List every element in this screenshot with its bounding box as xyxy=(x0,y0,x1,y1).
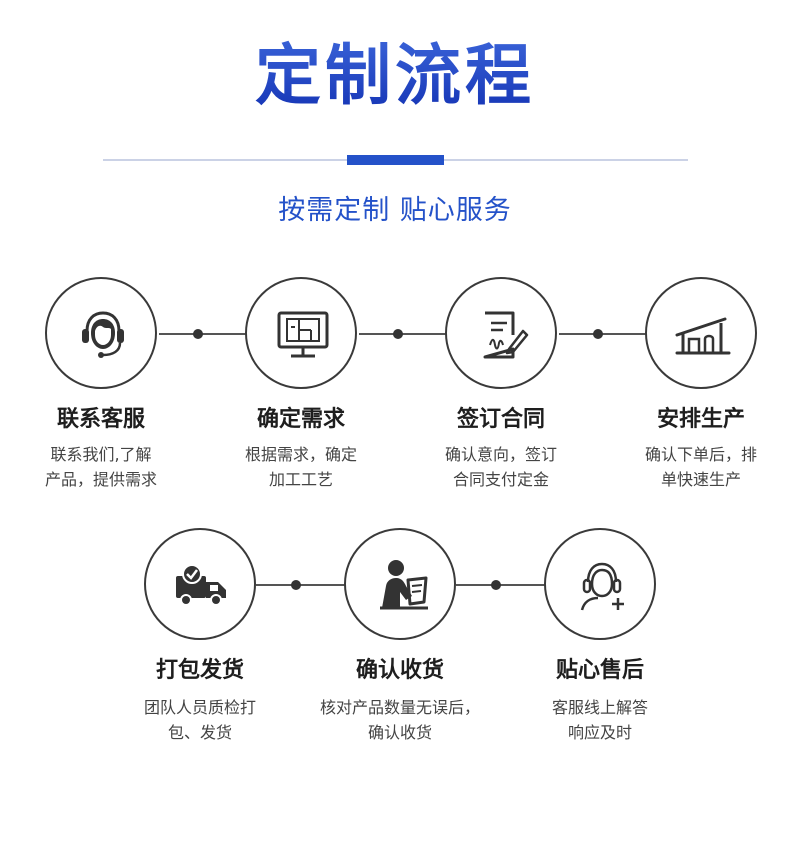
person-checking-icon xyxy=(380,560,428,610)
connector-3-4 xyxy=(559,333,647,335)
step-sign-contract: 签订合同 确认意向，签订 合同支付定金 xyxy=(401,277,601,497)
header-divider-accent xyxy=(347,155,444,165)
step-title: 签订合同 xyxy=(456,407,545,432)
step-icon-circle xyxy=(344,528,456,640)
delivery-truck-icon xyxy=(176,564,226,606)
step-desc-line1: 客服线上解答 xyxy=(551,698,648,717)
step-icon-circle xyxy=(45,277,157,389)
step-title: 打包发货 xyxy=(155,658,244,683)
step-icon-circle xyxy=(544,528,656,640)
step-desc-line2: 响应及时 xyxy=(567,723,632,742)
connector-6-7 xyxy=(456,584,546,586)
step-desc-line2: 加工工艺 xyxy=(268,470,333,489)
step-icon-circle xyxy=(245,277,357,389)
connector-dot xyxy=(193,329,203,339)
step-confirm-requirements: 确定需求 根据需求，确定 加工工艺 xyxy=(201,277,401,497)
step-desc-line1: 确认意向，签订 xyxy=(444,445,557,464)
connector-2-3 xyxy=(359,333,447,335)
monitor-floorplan-icon xyxy=(277,311,329,358)
step-title: 贴心售后 xyxy=(555,658,644,683)
step-desc-line1: 团队人员质检打 xyxy=(143,698,256,717)
step-desc-line2: 单快速生产 xyxy=(660,470,741,489)
step-title: 联系客服 xyxy=(56,407,145,432)
step-desc-line1: 确认下单后，排 xyxy=(644,445,757,464)
step-pack-ship: 打包发货 团队人员质检打 包、发货 xyxy=(100,528,300,748)
connector-dot xyxy=(491,580,501,590)
connector-dot xyxy=(291,580,301,590)
page-title: 定制流程 xyxy=(0,36,790,116)
connector-dot xyxy=(593,329,603,339)
step-desc-line2: 包、发货 xyxy=(167,723,232,742)
step-icon-circle xyxy=(445,277,557,389)
step-after-sales: 贴心售后 客服线上解答 响应及时 xyxy=(500,528,700,748)
step-icon-circle xyxy=(645,277,757,389)
contract-sign-icon xyxy=(483,311,529,359)
step-desc-line1: 联系我们,了解 xyxy=(50,445,152,464)
step-desc-line2: 产品，提供需求 xyxy=(44,470,157,489)
step-desc-line1: 核对产品数量无误后， xyxy=(319,698,480,717)
after-sales-support-icon xyxy=(580,562,624,611)
headset-agent-icon xyxy=(82,311,124,358)
step-title: 确定需求 xyxy=(256,407,345,432)
step-icon-circle xyxy=(144,528,256,640)
step-arrange-production: 安排生产 确认下单后，排 单快速生产 xyxy=(601,277,790,497)
step-desc-line2: 确认收货 xyxy=(367,723,432,742)
step-desc-line1: 根据需求，确定 xyxy=(244,445,357,464)
step-contact-service: 联系客服 联系我们,了解 产品，提供需求 xyxy=(1,277,201,497)
connector-dot xyxy=(393,329,403,339)
step-title: 确认收货 xyxy=(355,658,444,683)
page-subtitle: 按需定制 贴心服务 xyxy=(278,195,512,226)
step-confirm-receipt: 确认收货 核对产品数量无误后， 确认收货 xyxy=(300,528,500,748)
step-desc-line2: 合同支付定金 xyxy=(452,470,549,489)
connector-5-6 xyxy=(256,584,346,586)
step-title: 安排生产 xyxy=(656,407,745,432)
connector-1-2 xyxy=(159,333,247,335)
factory-icon xyxy=(675,317,731,355)
